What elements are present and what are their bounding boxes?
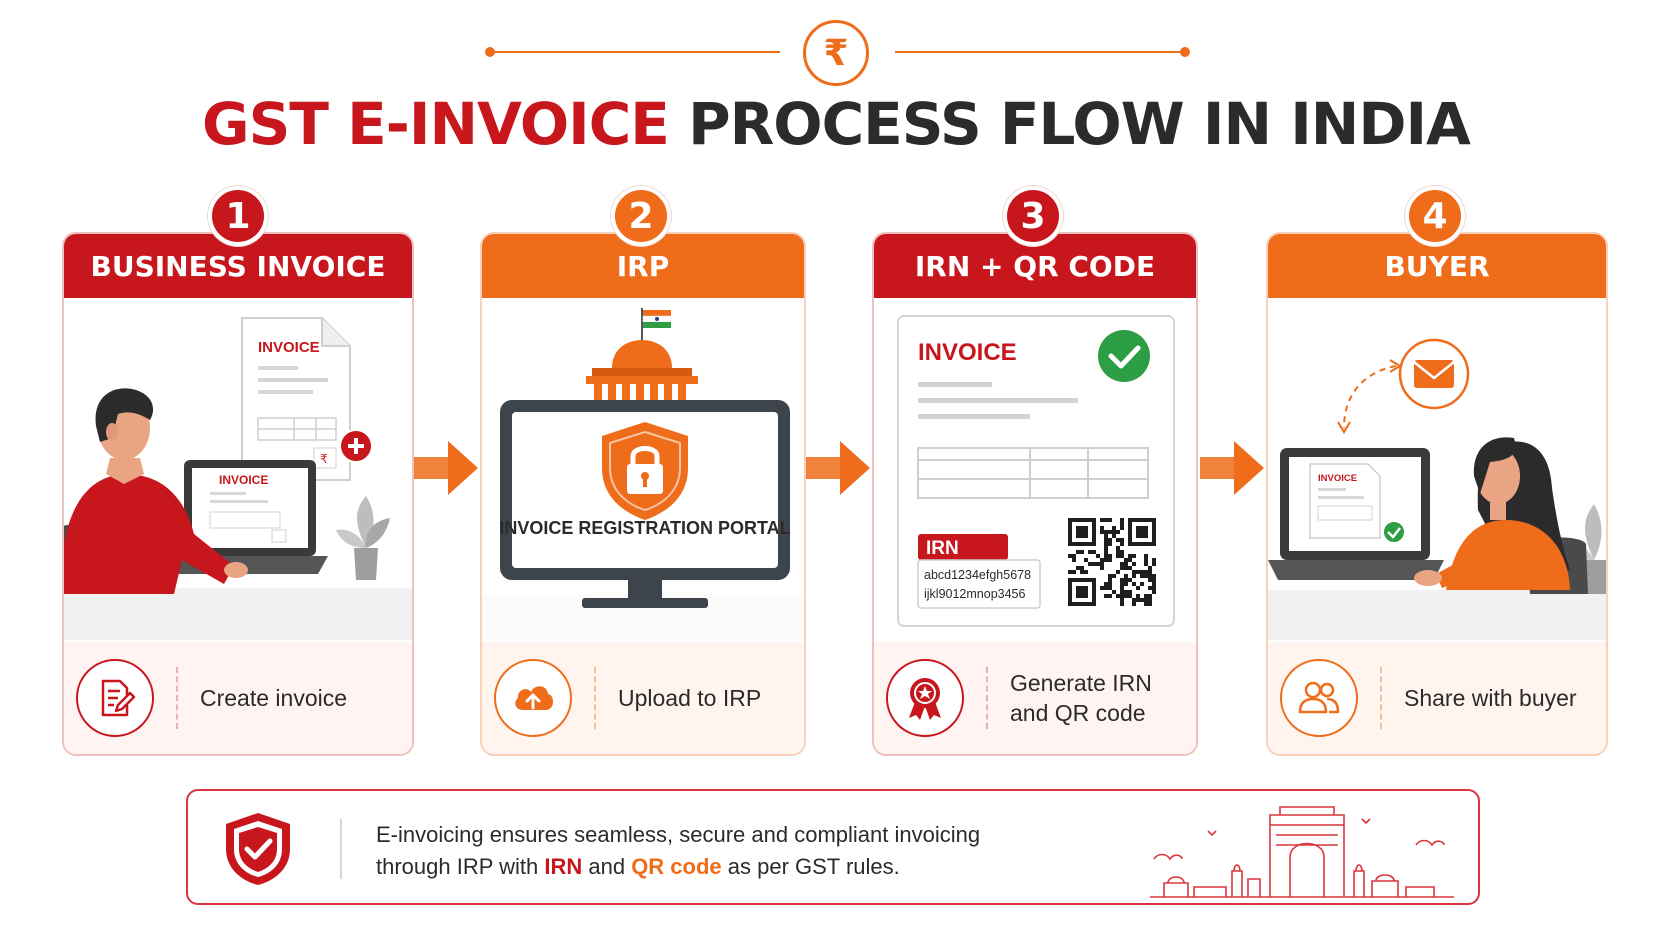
irn-tag: IRN <box>926 538 959 559</box>
shield-check-icon <box>226 813 290 885</box>
shield-lock-icon <box>602 422 688 520</box>
invoice-label: INVOICE <box>918 339 1017 366</box>
banner-qr-highlight: QR code <box>631 854 722 879</box>
step-4-badge: 4 <box>1405 186 1465 246</box>
add-icon <box>339 429 373 463</box>
step-3-illustration: INVOICE IRN abcd1234efgh5678 ijkl9012mno… <box>874 298 1196 640</box>
rupee-icon: ₹ <box>803 20 869 86</box>
summary-banner: E-invoicing ensures seamless, secure and… <box>186 789 1480 905</box>
cloud-upload-icon <box>494 659 572 737</box>
step-4-illustration: INVOICE <box>1268 298 1606 640</box>
step-4-action: Share with buyer <box>1404 685 1577 711</box>
invoice-document-icon: INVOICE ₹ <box>241 317 351 481</box>
svg-text:INVOICE: INVOICE <box>219 473 268 487</box>
banner-line-2: through IRP with IRN and QR code as per … <box>376 851 980 883</box>
check-icon <box>1098 330 1150 382</box>
banner-text-part: through IRP with <box>376 854 545 879</box>
flow-arrow-2 <box>806 441 870 495</box>
mail-icon <box>1398 338 1470 410</box>
header-rule-right <box>895 51 1185 53</box>
step-3-action-row: Generate IRN and QR code <box>874 642 1196 754</box>
step-3-action-line2: and QR code <box>1010 700 1146 726</box>
title-rest: PROCESS FLOW IN INDIA <box>688 90 1471 158</box>
title-highlight: GST E-INVOICE <box>202 90 670 158</box>
banner-text-part: and <box>582 854 632 879</box>
step-3-title: IRN + QR CODE <box>874 234 1196 298</box>
step-2-action: Upload to IRP <box>618 685 762 711</box>
step-1-action-row: Create invoice <box>64 642 412 754</box>
flow-arrow-3 <box>1200 441 1264 495</box>
banner-divider <box>340 819 342 879</box>
step-1-action: Create invoice <box>200 685 348 711</box>
step-2-divider <box>594 667 596 729</box>
qr-code-icon <box>1066 516 1158 608</box>
step-3-action-line1: Generate IRN <box>1010 670 1152 696</box>
svg-text:INVOICE: INVOICE <box>1318 473 1357 484</box>
page-title: GST E-INVOICE PROCESS FLOW IN INDIA <box>0 90 1672 158</box>
irn-value-line1: abcd1234efgh5678 <box>924 568 1031 582</box>
person-icon <box>1414 437 1570 590</box>
person-icon <box>64 388 248 594</box>
step-2-illustration: INVOICE REGISTRATION PORTAL <box>482 298 804 640</box>
step-4-divider <box>1380 667 1382 729</box>
banner-text: E-invoicing ensures seamless, secure and… <box>376 819 980 883</box>
step-1-badge: 1 <box>208 186 268 246</box>
step-2-card: IRP <box>480 232 806 756</box>
banner-text-part: as per GST rules. <box>721 854 900 879</box>
portal-label: INVOICE REGISTRATION PORTAL <box>499 518 790 538</box>
step-1-divider <box>176 667 178 729</box>
step-3-badge: 3 <box>1003 186 1063 246</box>
laptop-icon: INVOICE <box>1268 448 1444 580</box>
svg-text:₹: ₹ <box>320 452 328 466</box>
irn-value-line2: ijkl9012mnop3456 <box>924 587 1026 601</box>
plant-icon <box>336 496 390 580</box>
step-1-title: BUSINESS INVOICE <box>64 234 412 298</box>
banner-line-1: E-invoicing ensures seamless, secure and… <box>376 822 981 847</box>
step-4-card: BUYER INVOICE <box>1266 232 1608 756</box>
step-3-divider <box>986 667 988 729</box>
edit-document-icon <box>76 659 154 737</box>
step-1-card: BUSINESS INVOICE INVOICE ₹ <box>62 232 414 756</box>
india-gate-skyline-icon <box>1150 806 1454 898</box>
step-4-action-row: Share with buyer <box>1268 642 1606 754</box>
step-2-action-row: Upload to IRP <box>482 642 804 754</box>
header-dot-right <box>1180 47 1190 57</box>
step-1-illustration: INVOICE ₹ <box>64 298 412 640</box>
header-rule-left <box>490 51 780 53</box>
certificate-icon <box>886 659 964 737</box>
step-2-badge: 2 <box>611 186 671 246</box>
svg-text:INVOICE: INVOICE <box>258 339 320 356</box>
banner-irn-highlight: IRN <box>544 854 583 879</box>
step-3-action: Generate IRN and QR code <box>1010 668 1152 728</box>
rupee-symbol: ₹ <box>823 32 849 73</box>
step-3-card: IRN + QR CODE INVOICE IRN abcd1234efgh56… <box>872 232 1198 756</box>
flow-arrow-1 <box>414 441 478 495</box>
users-icon <box>1280 659 1358 737</box>
